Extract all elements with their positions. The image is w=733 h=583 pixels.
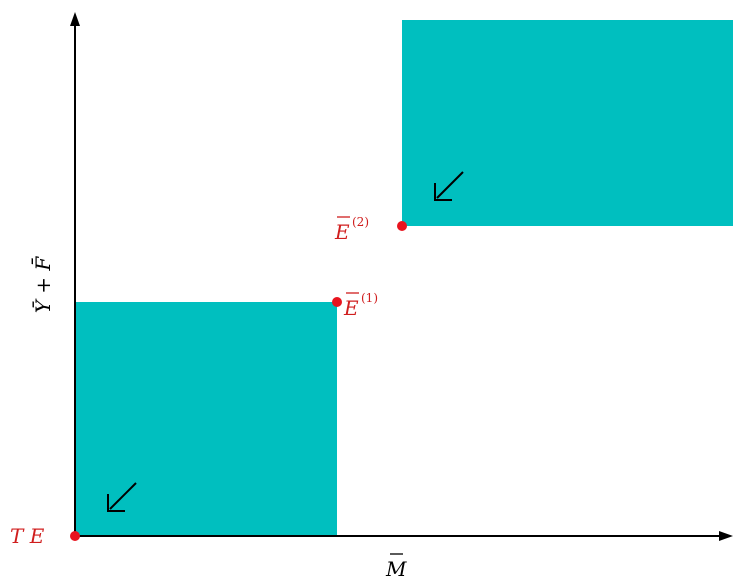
label-te: T E (10, 524, 45, 548)
arrow-down-left-icon (434, 171, 464, 201)
svg-text:E: E (343, 296, 359, 320)
region-lower (75, 302, 337, 535)
point-e1 (332, 297, 342, 307)
region-upper (402, 20, 733, 226)
label-e1: E (1) (343, 291, 378, 320)
svg-text:(2): (2) (352, 215, 369, 229)
point-te (70, 531, 80, 541)
svg-text:M: M (385, 557, 407, 581)
arrow-down-left-icon (107, 482, 137, 512)
label-e2: E (2) (334, 215, 369, 244)
point-e2 (397, 221, 407, 231)
svg-text:E: E (334, 220, 350, 244)
svg-text:(1): (1) (361, 291, 378, 305)
x-axis (73, 531, 733, 541)
y-axis-label: Ȳ + F̄ (30, 256, 55, 314)
y-axis (70, 12, 80, 537)
x-axis-label: M (385, 553, 407, 581)
